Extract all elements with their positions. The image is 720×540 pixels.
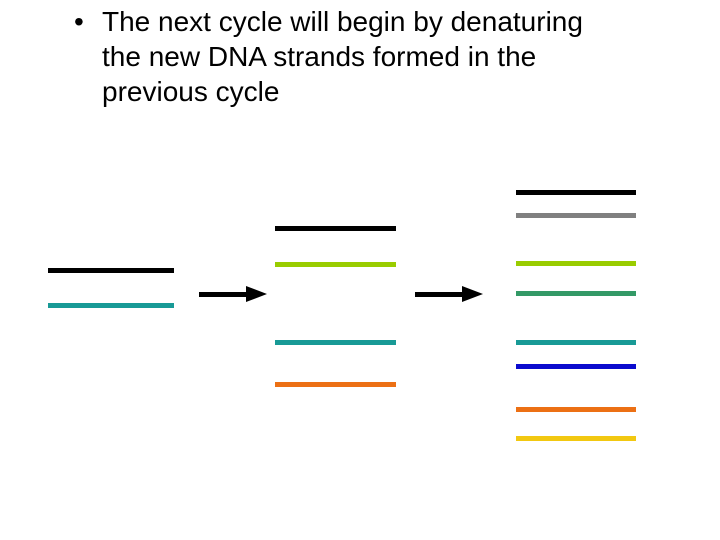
arrow-shaft	[415, 292, 464, 297]
strands-after-cycle-2-gold-strand	[516, 436, 636, 441]
arrow-head-icon	[462, 286, 483, 302]
arrow-head-icon	[246, 286, 267, 302]
strands-after-cycle-1-black-strand	[275, 226, 396, 231]
strands-after-cycle-1-teal-strand	[275, 340, 396, 345]
bullet-text-line: The next cycle will begin by denaturing	[102, 6, 583, 37]
strands-after-cycle-2-yellow-green-strand	[516, 261, 636, 266]
strands-after-cycle-2-gray-strand	[516, 213, 636, 218]
arrow-shaft	[199, 292, 248, 297]
bullet-text-line: previous cycle	[102, 76, 280, 107]
strands-start-black-strand	[48, 268, 174, 273]
bullet-marker: •	[74, 6, 84, 37]
strands-after-cycle-1-yellow-green-strand	[275, 262, 396, 267]
bullet-text: The next cycle will begin by denaturing t…	[102, 4, 583, 109]
strands-after-cycle-2-orange-strand	[516, 407, 636, 412]
arrow-cycle-transition-1	[199, 286, 267, 302]
strands-after-cycle-2-blue-strand	[516, 364, 636, 369]
strands-start-teal-strand	[48, 303, 174, 308]
arrow-cycle-transition-2	[415, 286, 483, 302]
strands-after-cycle-2-teal-strand	[516, 340, 636, 345]
strands-after-cycle-2-sea-green-strand	[516, 291, 636, 296]
strands-after-cycle-2-black-strand	[516, 190, 636, 195]
strands-after-cycle-1-orange-strand	[275, 382, 396, 387]
bullet-text-line: the new DNA strands formed in the	[102, 41, 537, 72]
